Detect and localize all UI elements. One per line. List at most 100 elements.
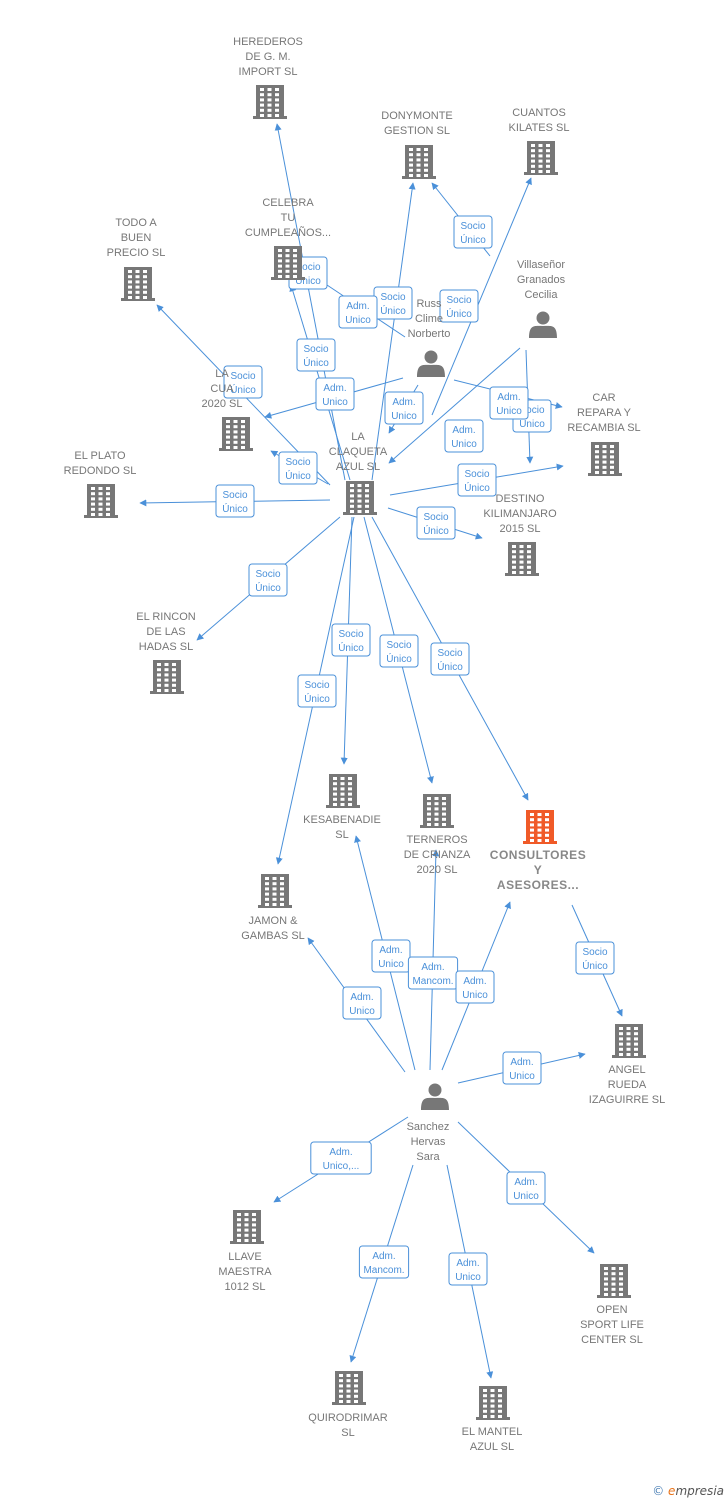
building-icon	[476, 1386, 510, 1420]
relation-badge-line1: Adm.	[497, 392, 520, 403]
building-icon	[505, 542, 539, 576]
relation-badge-line1: Adm.	[392, 397, 415, 408]
relation-badge-line1: Socio	[423, 512, 448, 523]
relation-badge-sanchez-to-angel[interactable]: Adm.Unico	[502, 1051, 542, 1085]
node-label-line: ASESORES...	[497, 878, 579, 892]
relation-badge-line1: Adm.	[350, 992, 373, 1003]
node-label-line: IMPORT SL	[239, 66, 298, 78]
relation-badge-line1: Adm.	[452, 425, 475, 436]
relation-badge-line2: Unico	[345, 315, 371, 326]
relation-badge-villasenor-to-claqueta[interactable]: Adm.Unico	[444, 419, 484, 453]
node-consultores[interactable]: CONSULTORESYASESORES...	[490, 810, 586, 892]
node-label-line: IZAGUIRRE SL	[589, 1094, 665, 1106]
building-icon	[219, 417, 253, 451]
node-jamon[interactable]: JAMON &GAMBAS SL	[241, 874, 305, 942]
building-icon	[84, 484, 118, 518]
building-icon	[588, 442, 622, 476]
relation-badge-line1: Socio	[437, 648, 462, 659]
node-label-line: LA	[215, 368, 229, 380]
relation-badge-sanchez-to-kesabenadie[interactable]: Adm.Unico	[371, 939, 411, 973]
relation-badge-line1: Adm.	[372, 1251, 395, 1262]
person-icon	[421, 1083, 449, 1110]
relation-badge-russ-to-celebra[interactable]: Adm.Unico	[338, 295, 378, 329]
node-celebra[interactable]: CELEBRATUCUMPLEAÑOS...	[245, 197, 331, 280]
relation-badge-sanchez-to-llave[interactable]: Adm.Unico,...	[310, 1141, 372, 1175]
relation-badge-line2: Unico	[462, 990, 488, 1001]
relation-badge-russ-to-lacua[interactable]: Adm.Unico	[315, 377, 355, 411]
node-label-line: REPARA Y	[577, 407, 632, 419]
node-label-line: BUEN	[121, 232, 152, 244]
node-label-line: REDONDO SL	[64, 465, 137, 477]
building-icon	[258, 874, 292, 908]
node-label-line: 2020 SL	[202, 398, 243, 410]
relation-badge-line2: Unico	[349, 1006, 375, 1017]
node-label-line: Norberto	[408, 328, 451, 340]
node-label-line: CENTER SL	[581, 1334, 643, 1346]
relation-badge-sanchez-to-open[interactable]: Adm.Unico	[506, 1171, 546, 1205]
relation-badge-sanchez-to-terneros[interactable]: Adm.Mancom.	[407, 956, 459, 990]
relation-badge-line2: Único	[255, 581, 281, 594]
relation-badge-line1: Socio	[222, 490, 247, 501]
relation-badge-sanchez-to-consultores[interactable]: Adm.Unico	[455, 970, 495, 1004]
relation-badge-line2: Único	[423, 524, 449, 537]
node-label-line: DONYMONTE	[381, 110, 453, 122]
building-icon	[612, 1024, 646, 1058]
building-icon	[271, 246, 305, 280]
relation-badge-line1: Adm.	[510, 1057, 533, 1068]
relation-badge-russ-to-car[interactable]: Adm.Unico	[489, 386, 529, 420]
node-label-line: Villaseñor	[517, 259, 565, 271]
relation-badge-sanchez-to-jamon[interactable]: Adm. Unico	[342, 986, 382, 1020]
relation-badge-line2: Unico	[455, 1272, 481, 1283]
brand-logo[interactable]: empresia	[668, 1484, 724, 1498]
node-label-line: KESABENADIE	[303, 814, 381, 826]
node-label-line: TERNEROS	[406, 834, 467, 846]
building-icon	[253, 85, 287, 119]
node-label-line: TU	[281, 212, 296, 224]
relation-badge-line2: Único	[230, 383, 256, 396]
relation-badge-sanchez-to-mantel[interactable]: Adm.Unico	[448, 1252, 488, 1286]
relation-badge-russ-to-claqueta[interactable]: Adm.Unico	[384, 391, 424, 425]
node-label-line: Cecilia	[524, 289, 558, 301]
node-label-line: KILIMANJARO	[483, 508, 557, 520]
node-label-line: 2020 SL	[417, 864, 458, 876]
node-label-line: HADAS SL	[139, 641, 193, 653]
relation-badge-line1: Socio	[255, 569, 280, 580]
relation-badge-sanchez-to-quirodrimar[interactable]: Adm.Mancom.	[358, 1245, 410, 1279]
node-label-line: Hervas	[411, 1136, 446, 1148]
